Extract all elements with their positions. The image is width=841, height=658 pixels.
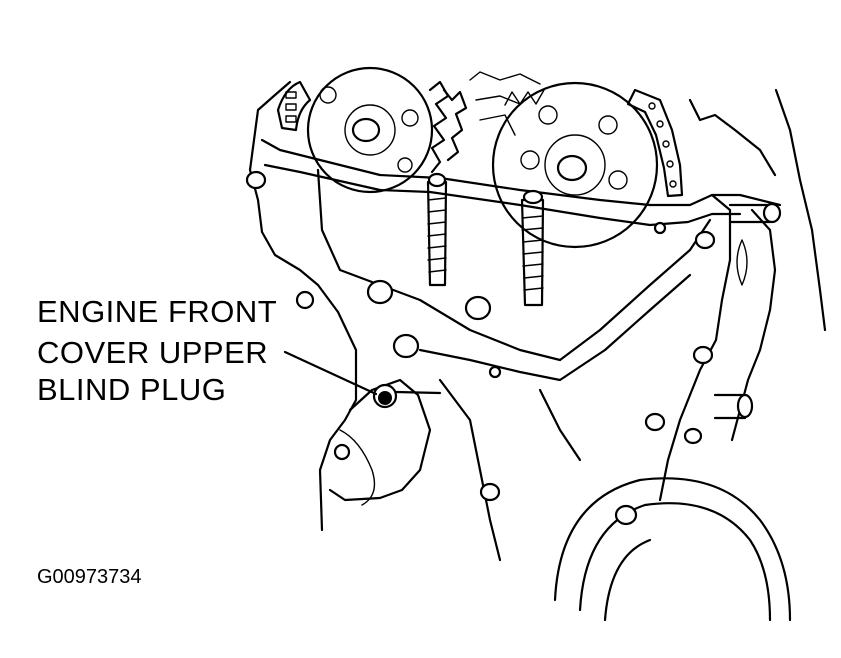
right-cam-hole-3 (608, 170, 628, 190)
callout-label-line-2: COVER UPPER (37, 335, 269, 370)
lower-rib (438, 378, 502, 562)
figure-id: G00973734 (37, 566, 142, 588)
left-guide-stud (426, 172, 448, 287)
right-housing-detail (736, 239, 748, 286)
right-frame-edge (774, 88, 827, 332)
right-cam-sprocket (491, 81, 659, 249)
center-web-left (316, 168, 562, 362)
crank-pulley (553, 477, 792, 622)
left-cam-hole-3 (397, 157, 413, 173)
left-cam-bolt (351, 117, 381, 143)
upper-rail (260, 138, 782, 207)
plug-bracket-line (394, 390, 442, 395)
left-timing-chain (276, 80, 312, 132)
upper-rail-lower-edge (263, 163, 742, 227)
center-web-right-2 (418, 273, 692, 382)
center-timing-chain-2 (442, 88, 468, 162)
right-boss (713, 202, 782, 420)
left-cam-hole-1 (319, 86, 337, 104)
right-cam-teeth (504, 89, 545, 106)
front-cover-outline (248, 80, 358, 532)
right-timing-chain (626, 88, 684, 198)
callout-label-line-3: BLIND PLUG (37, 372, 227, 407)
top-block-lines (469, 71, 541, 136)
left-cam-hole-2 (401, 109, 419, 127)
right-cam-hub (544, 134, 606, 196)
blind-plug (372, 383, 398, 409)
callout-label-line-1: ENGINE FRONT (37, 294, 278, 329)
right-cam-hole-4 (520, 150, 540, 170)
right-cam-hole-1 (538, 105, 558, 125)
right-cam-hole-2 (598, 115, 618, 135)
right-cam-bolt (556, 154, 588, 182)
left-cam-hub (344, 104, 396, 156)
right-guide-stud (520, 189, 545, 307)
callout-leader-line (283, 350, 378, 396)
left-cam-sprocket (306, 66, 434, 194)
right-chain-links (648, 102, 677, 188)
lower-rib-2 (538, 388, 582, 462)
front-cover-lower-curve (339, 429, 376, 506)
center-web-right (558, 218, 712, 362)
cover-bolts (245, 170, 716, 502)
left-chain-links (285, 91, 297, 123)
right-frame-edge-2 (688, 98, 777, 177)
